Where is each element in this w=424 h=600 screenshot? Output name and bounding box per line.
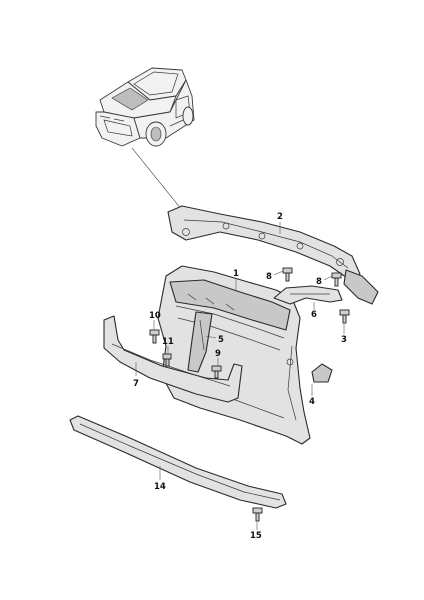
- vehicle-leader-line: [131, 147, 183, 211]
- part-14-lower-strip: [69, 415, 287, 509]
- callout-8a: 8: [266, 272, 272, 282]
- vehicle-overview: [95, 67, 195, 147]
- fastener-8a: [282, 267, 293, 282]
- callout-4: 4: [309, 397, 315, 407]
- callout-leader-lines: [135, 222, 345, 530]
- fastener-8b: [331, 272, 342, 287]
- fastener-3: [339, 309, 350, 324]
- callout-8b: 8: [316, 277, 322, 287]
- fastener-10: [149, 329, 160, 344]
- callout-2: 2: [277, 212, 283, 222]
- part-6-side-bracket: [273, 285, 343, 305]
- part-4-clip: [311, 363, 333, 383]
- callout-15: 15: [250, 531, 262, 541]
- callout-10: 10: [149, 311, 161, 321]
- callout-7: 7: [133, 379, 139, 389]
- callout-11: 11: [162, 337, 174, 347]
- part-2-upper-tie-bar: [167, 205, 379, 305]
- callout-6: 6: [311, 310, 317, 320]
- callout-14: 14: [154, 482, 166, 492]
- callout-9: 9: [215, 349, 221, 359]
- fastener-15: [252, 507, 263, 522]
- callout-1: 1: [233, 269, 239, 279]
- fastener-11: [162, 353, 172, 367]
- part-7-lower-cross-member: [103, 315, 243, 403]
- fastener-9: [211, 365, 222, 379]
- part-5-center-brace: [187, 311, 213, 373]
- callout-5: 5: [218, 335, 224, 345]
- callout-3: 3: [341, 335, 347, 345]
